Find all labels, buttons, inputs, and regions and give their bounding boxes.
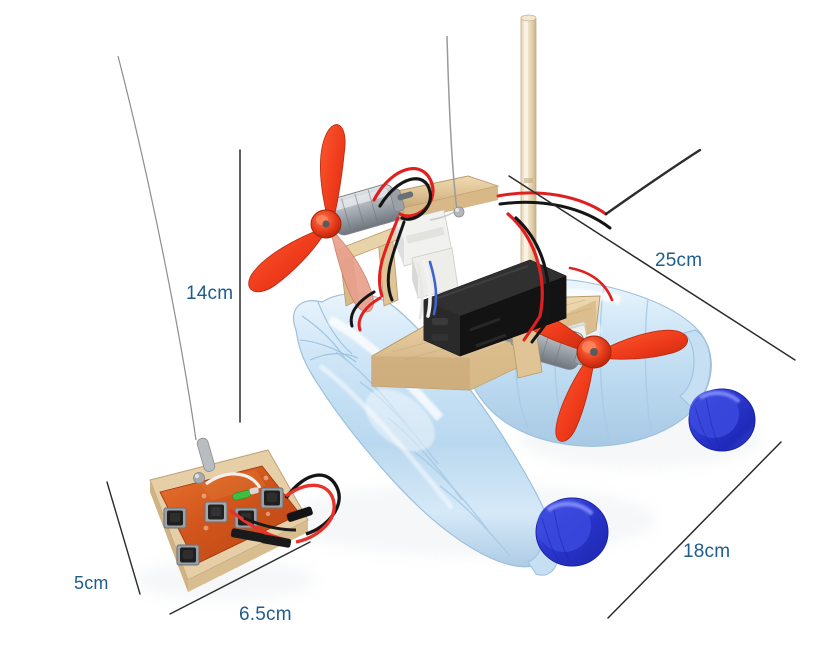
dimension-lines [106, 149, 796, 619]
dimension-label-5cm: 5cm [74, 573, 109, 593]
dimension-label-25cm: 25cm [655, 250, 703, 271]
remote-controller: X01 201 [117, 55, 341, 592]
bottle-cap-left [535, 497, 609, 567]
dimension-label-14cm: 14cm [186, 283, 234, 304]
bottle-left-pontoon [292, 292, 609, 576]
receiver-antenna [429, 35, 465, 221]
dimline-25cm [508, 175, 796, 361]
dimension-label-18cm: 18cm [683, 541, 731, 562]
bottle-cap-right [688, 388, 756, 452]
controller-antenna [117, 55, 216, 484]
wiring-harness [349, 148, 702, 344]
dimline-5cm [106, 481, 141, 595]
dimline-6.5cm [169, 541, 311, 615]
battery-box [423, 259, 567, 357]
front-propeller [248, 124, 374, 313]
dimline-18cm [607, 441, 782, 619]
dimension-label-6.5cm: 6.5cm [239, 604, 292, 625]
controller-buttons[interactable] [163, 487, 284, 566]
status-led [232, 487, 259, 501]
dupont-connectors [230, 506, 313, 548]
